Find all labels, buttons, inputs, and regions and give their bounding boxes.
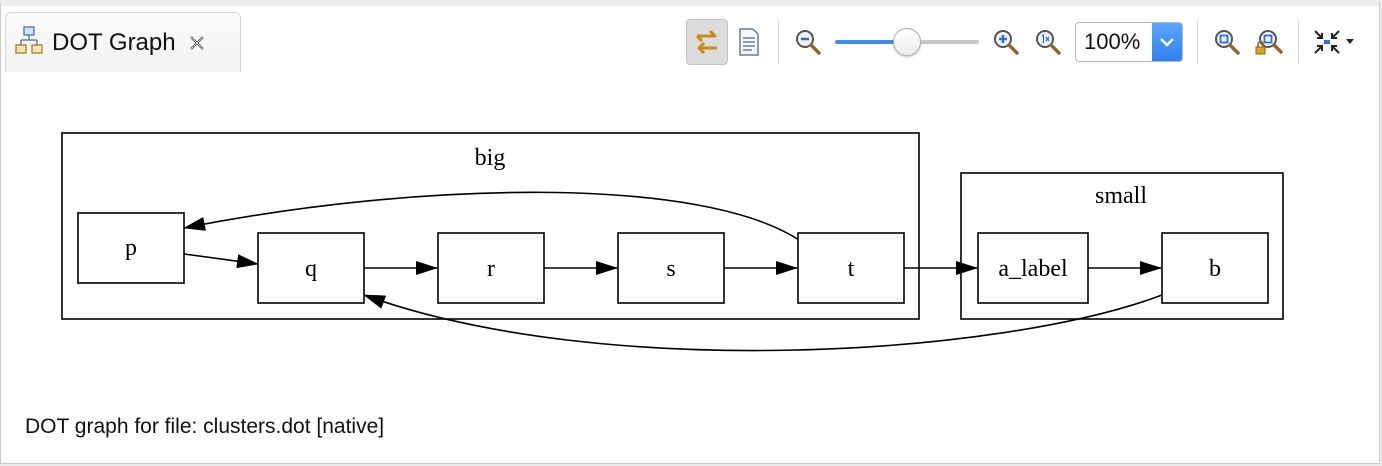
fit-icon: [1215, 30, 1240, 55]
fit-button[interactable]: [1206, 19, 1248, 65]
node-b[interactable]: b: [1161, 232, 1269, 304]
status-text: DOT graph for file: clusters.dot [native…: [25, 415, 385, 438]
node-label: p: [125, 235, 137, 261]
node-label: t: [848, 256, 855, 282]
layout-shrink-icon: [1314, 30, 1354, 54]
graph-edges: [183, 191, 1163, 352]
node-label: b: [1209, 256, 1221, 282]
toolbar-separator: [778, 19, 779, 65]
node-r[interactable]: r: [437, 232, 545, 304]
zoom-out-icon: [796, 30, 821, 55]
toolbar: 100%: [686, 16, 1359, 68]
cluster-small[interactable]: small: [960, 172, 1284, 320]
tab-dot-graph[interactable]: DOT Graph: [5, 12, 241, 72]
node-a[interactable]: a_label: [977, 232, 1089, 304]
zoom-level-value[interactable]: 100%: [1084, 29, 1141, 54]
edge-p-q: [183, 253, 259, 269]
node-label: s: [666, 256, 675, 282]
zoom-in-button[interactable]: [985, 19, 1027, 65]
document-icon: [739, 28, 759, 56]
layout-menu-button[interactable]: [1307, 19, 1359, 65]
toolbar-separator: [1298, 19, 1299, 65]
zoom-level-combo[interactable]: 100%: [1075, 22, 1183, 62]
cluster-label: big: [475, 145, 506, 171]
edge-t-p: [183, 191, 800, 241]
node-q[interactable]: q: [257, 232, 365, 304]
open-document-button[interactable]: [728, 19, 770, 65]
tab-title: DOT Graph: [52, 28, 176, 56]
graph-nodes: p q r s t a_label: [77, 212, 1269, 304]
cluster-big[interactable]: big: [61, 132, 920, 320]
fit-locked-button[interactable]: [1248, 19, 1290, 65]
toolbar-separator: [1197, 19, 1198, 65]
node-p[interactable]: p: [77, 212, 185, 284]
node-t[interactable]: t: [797, 232, 905, 304]
cluster-label: small: [1095, 183, 1147, 209]
close-icon[interactable]: [186, 32, 208, 54]
node-label: r: [487, 256, 495, 282]
zoom-reset-icon: [1036, 30, 1061, 55]
graph-view-icon: [14, 25, 44, 60]
zoom-out-button[interactable]: [787, 19, 829, 65]
sync-link-button[interactable]: [686, 19, 728, 65]
zoom-slider[interactable]: [831, 19, 983, 65]
zoom-in-icon: [994, 30, 1019, 55]
node-label: a_label: [998, 256, 1068, 282]
graph-canvas: big small p q: [61, 132, 1284, 352]
zoom-slider-fill: [835, 40, 907, 44]
node-s[interactable]: s: [617, 232, 725, 304]
zoom-slider-thumb[interactable]: [893, 28, 921, 56]
fit-locked-icon: [1255, 30, 1283, 55]
node-label: q: [305, 256, 317, 282]
sync-link-icon: [695, 29, 717, 55]
zoom-reset-button[interactable]: [1027, 19, 1069, 65]
edge-b-q: [363, 294, 1163, 352]
chevron-down-icon[interactable]: [1152, 23, 1182, 61]
